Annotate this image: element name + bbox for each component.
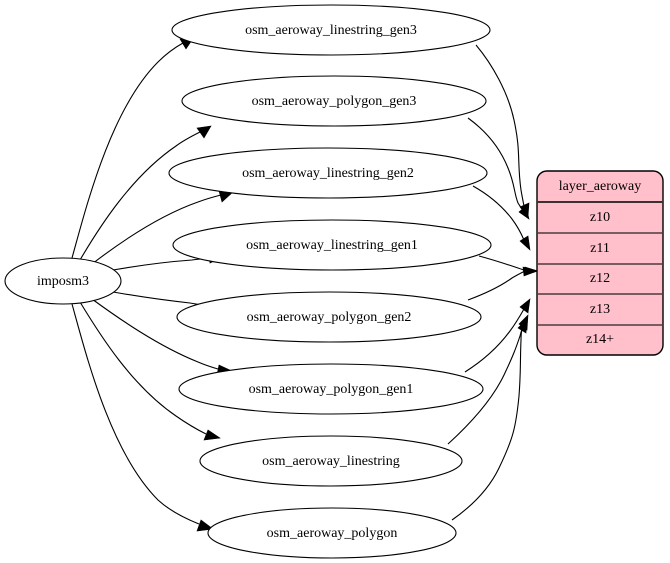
edge-osm_aeroway_polygon_gen3-to-z10 [467, 117, 530, 220]
layer_aeroway-row-z14plus[interactable]: z14+ [586, 332, 614, 347]
node-imposm3-shape[interactable] [4, 257, 122, 305]
node-osm_aeroway_polygon_gen1-shape[interactable] [178, 363, 484, 415]
node-osm_aeroway_linestring_gen2-shape[interactable] [168, 147, 488, 199]
node-osm_aeroway_linestring-label: osm_aeroway_linestring [262, 454, 400, 469]
edge-imposm3-to-osm_aeroway_polygon_gen3 [79, 125, 212, 261]
node-osm_aeroway_linestring_gen3-shape[interactable] [171, 4, 491, 56]
node-osm_aeroway_linestring_gen3-label: osm_aeroway_linestring_gen3 [245, 23, 417, 38]
layer_aeroway-row-z12[interactable]: z12 [590, 271, 610, 286]
node-osm_aeroway_polygon_gen1-label: osm_aeroway_polygon_gen1 [249, 382, 414, 397]
node-osm_aeroway_polygon-shape[interactable] [207, 507, 457, 559]
layer_aeroway-row-z11[interactable]: z11 [590, 241, 610, 256]
layer_aeroway-row-z13[interactable]: z13 [590, 302, 610, 317]
edge-imposm3-to-osm_aeroway_linestring_gen3 [71, 36, 195, 259]
layer_aeroway-header-label: layer_aeroway [559, 179, 641, 194]
node-osm_aeroway_linestring_gen1-shape[interactable] [172, 219, 492, 271]
node-layer_aeroway-table[interactable]: layer_aeroway z10 z11 z12 z13 z14+ [536, 170, 664, 356]
node-osm_aeroway_polygon-label: osm_aeroway_polygon [267, 526, 398, 541]
node-osm_aeroway_polygon_gen2[interactable]: osm_aeroway_polygon_gen2 [176, 291, 482, 343]
edge-osm_aeroway_polygon-to-z14plus [451, 318, 528, 521]
node-osm_aeroway_polygon_gen3-label: osm_aeroway_polygon_gen3 [252, 94, 417, 109]
node-imposm3-label: imposm3 [37, 274, 89, 289]
node-osm_aeroway_polygon_gen2-shape[interactable] [176, 291, 482, 343]
edge-imposm3-to-osm_aeroway_linestring [79, 301, 221, 441]
edge-group-tables-to-layer [447, 44, 540, 521]
node-imposm3[interactable]: imposm3 [4, 257, 122, 305]
layer_aeroway-table-outline[interactable] [536, 170, 664, 356]
node-osm_aeroway_linestring_gen3[interactable]: osm_aeroway_linestring_gen3 [171, 4, 491, 56]
node-osm_aeroway_linestring_gen1-label: osm_aeroway_linestring_gen1 [246, 238, 418, 253]
edge-osm_aeroway_polygon_gen2-to-z12 [467, 266, 538, 301]
edge-imposm3-to-osm_aeroway_polygon [71, 303, 214, 532]
node-osm_aeroway_polygon_gen3-shape[interactable] [181, 75, 487, 127]
node-osm_aeroway_polygon_gen2-label: osm_aeroway_polygon_gen2 [247, 310, 412, 325]
node-osm_aeroway_polygon_gen3[interactable]: osm_aeroway_polygon_gen3 [181, 75, 487, 127]
node-osm_aeroway_linestring-shape[interactable] [199, 435, 463, 487]
edge-osm_aeroway_polygon_gen1-to-z13 [464, 298, 531, 373]
edge-osm_aeroway_linestring_gen2-to-z11 [472, 185, 531, 251]
layer_aeroway-row-z10[interactable]: z10 [590, 210, 610, 225]
node-osm_aeroway_polygon_gen1[interactable]: osm_aeroway_polygon_gen1 [178, 363, 484, 415]
node-osm_aeroway_polygon[interactable]: osm_aeroway_polygon [207, 507, 457, 559]
node-osm_aeroway_linestring_gen2-label: osm_aeroway_linestring_gen2 [242, 166, 414, 181]
node-osm_aeroway_linestring_gen1[interactable]: osm_aeroway_linestring_gen1 [172, 219, 492, 271]
node-osm_aeroway_linestring_gen2[interactable]: osm_aeroway_linestring_gen2 [168, 147, 488, 199]
node-osm_aeroway_linestring[interactable]: osm_aeroway_linestring [199, 435, 463, 487]
